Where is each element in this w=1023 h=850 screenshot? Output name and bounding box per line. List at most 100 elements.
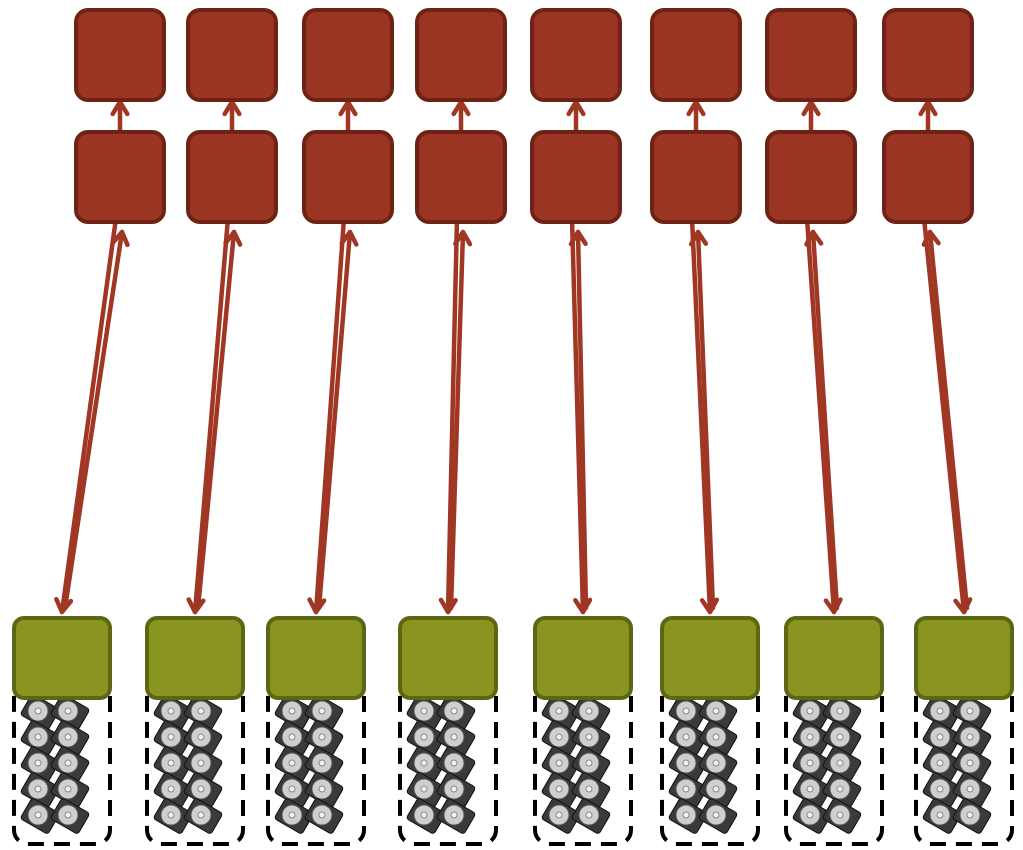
- hard-drive-icon: [50, 798, 90, 834]
- link-mid-to-storage: [59, 215, 119, 615]
- storage-group: [266, 616, 366, 846]
- hard-drive-icon: [274, 772, 314, 808]
- links-layer: [54, 99, 973, 615]
- hard-drive-icon: [698, 772, 738, 808]
- top-node: [74, 8, 166, 102]
- storage-node: [398, 616, 498, 700]
- hard-drive-icon: [436, 720, 476, 756]
- top-node: [302, 8, 394, 102]
- arrowhead-down: [823, 597, 843, 615]
- arrowhead-up: [453, 229, 473, 247]
- hard-drive-icon: [952, 798, 992, 834]
- hard-drive-icon: [406, 772, 446, 808]
- link-storage-to-mid: [195, 229, 237, 611]
- hard-drive-icon: [792, 694, 832, 730]
- top-node: [765, 8, 857, 102]
- hard-drive-icon: [822, 798, 862, 834]
- hard-drive-icon: [822, 720, 862, 756]
- hard-drive-icon: [541, 746, 581, 782]
- hard-drive-icon: [571, 798, 611, 834]
- hard-drive-icon: [304, 772, 344, 808]
- hard-drive-icon: [20, 798, 60, 834]
- link-mid-to-storage: [569, 215, 586, 615]
- hard-drive-icon: [541, 720, 581, 756]
- top-node: [882, 8, 974, 102]
- hard-drive-icon: [274, 746, 314, 782]
- hard-drive-icon: [50, 772, 90, 808]
- link-storage-to-mid: [575, 229, 589, 611]
- hard-drive-icon: [304, 798, 344, 834]
- hard-drive-icon: [183, 694, 223, 730]
- link-mid-to-storage: [313, 215, 347, 615]
- hard-drive-icon: [668, 720, 708, 756]
- top-node: [650, 8, 742, 102]
- arrowhead-up: [223, 229, 243, 247]
- storage-group: [914, 616, 1014, 846]
- mid-node: [74, 130, 166, 224]
- hard-drive-icon: [922, 746, 962, 782]
- mid-node: [882, 130, 974, 224]
- hard-drive-icon: [668, 772, 708, 808]
- storage-group: [145, 616, 245, 846]
- hard-drive-icon: [922, 798, 962, 834]
- arrowhead-up: [804, 229, 824, 247]
- hard-drive-icon: [20, 772, 60, 808]
- hard-drive-icon: [698, 746, 738, 782]
- hard-drive-icon: [50, 746, 90, 782]
- storage-group: [12, 616, 112, 846]
- hard-drive-icon: [822, 746, 862, 782]
- hard-drive-icon: [698, 694, 738, 730]
- arrowhead-down: [699, 597, 720, 615]
- storage-node: [12, 616, 112, 700]
- arrowhead-up: [568, 229, 588, 247]
- hard-drive-icon: [50, 720, 90, 756]
- mid-node: [186, 130, 278, 224]
- hard-drive-icon: [922, 720, 962, 756]
- link-storage-to-mid: [448, 229, 466, 611]
- arrowhead-up: [688, 229, 709, 247]
- storage-node: [533, 616, 633, 700]
- link-storage-to-mid: [927, 229, 970, 611]
- link-storage-to-mid: [695, 229, 716, 611]
- storage-node: [145, 616, 245, 700]
- hard-drive-icon: [792, 720, 832, 756]
- hard-drive-icon: [541, 694, 581, 730]
- hard-drive-icon: [183, 772, 223, 808]
- hard-drive-icon: [571, 720, 611, 756]
- hard-drive-icon: [406, 746, 446, 782]
- link-mid-to-storage: [804, 215, 837, 615]
- mid-node: [530, 130, 622, 224]
- link-mid-to-storage: [192, 215, 231, 615]
- storage-node: [784, 616, 884, 700]
- hard-drive-icon: [952, 694, 992, 730]
- hard-drive-icon: [406, 798, 446, 834]
- hard-drive-icon: [541, 772, 581, 808]
- hard-drive-icon: [153, 694, 193, 730]
- arrowhead-down: [186, 597, 206, 615]
- storage-node: [266, 616, 366, 700]
- hard-drive-icon: [153, 746, 193, 782]
- hard-drive-icon: [274, 798, 314, 834]
- hard-drive-icon: [153, 798, 193, 834]
- hard-drive-icon: [668, 798, 708, 834]
- arrowhead-down: [953, 597, 973, 615]
- hard-drive-icon: [20, 746, 60, 782]
- hard-drive-icon: [274, 720, 314, 756]
- mid-node: [765, 130, 857, 224]
- mid-node: [302, 130, 394, 224]
- hard-drive-icon: [304, 746, 344, 782]
- storage-group: [784, 616, 884, 846]
- hard-drive-icon: [922, 772, 962, 808]
- link-mid-to-storage: [445, 215, 460, 615]
- link-mid-to-storage: [921, 215, 967, 615]
- hard-drive-icon: [183, 746, 223, 782]
- hard-drive-icon: [304, 720, 344, 756]
- hard-drive-icon: [792, 798, 832, 834]
- hard-drive-icon: [436, 798, 476, 834]
- mid-node: [650, 130, 742, 224]
- arrowhead-down: [573, 597, 593, 615]
- top-node: [186, 8, 278, 102]
- link-storage-to-mid: [62, 229, 125, 611]
- hard-drive-icon: [436, 746, 476, 782]
